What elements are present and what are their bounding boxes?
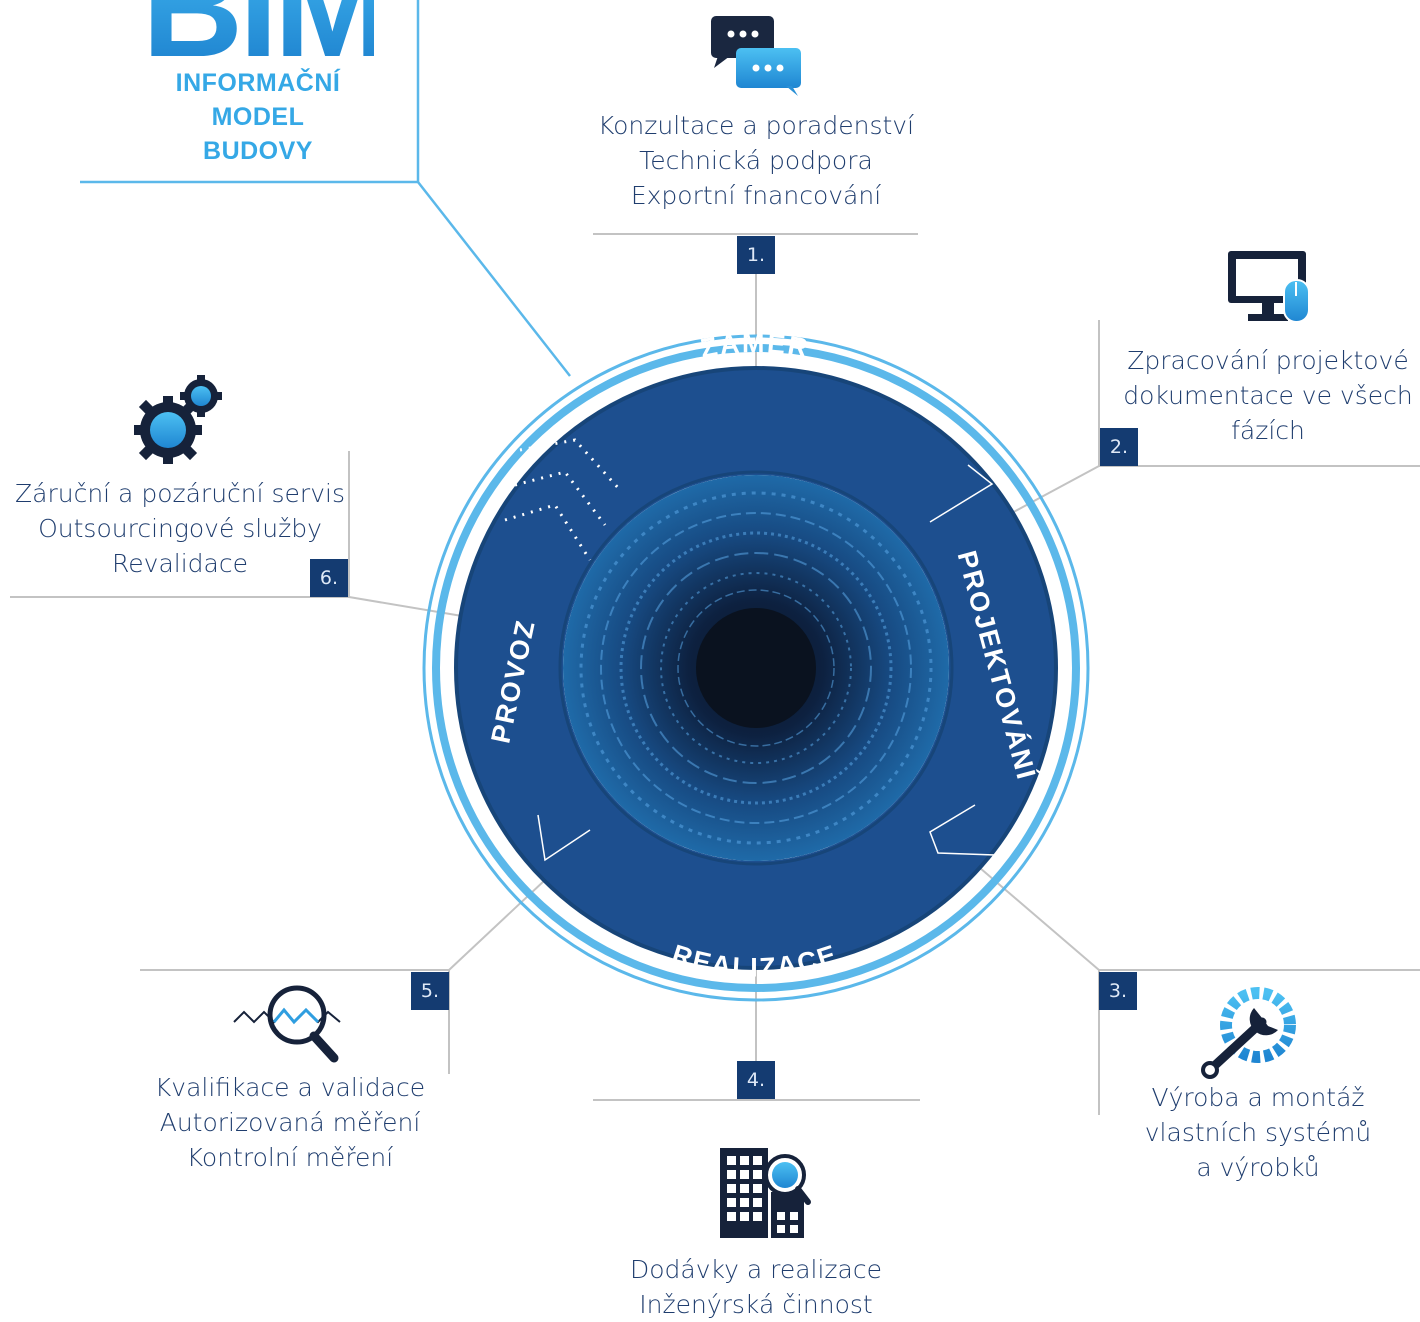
- step-6-line: Záruční a pozáruční servis: [15, 479, 345, 508]
- step-3-badge: 3.: [1099, 972, 1137, 1010]
- bim-logo: BIM INFORMAČNÍ MODEL BUDOVY: [142, 0, 374, 168]
- phase-ring-edge: [454, 366, 1058, 970]
- step-6-badge: 6.: [310, 559, 348, 597]
- bim-logo-subtitle: INFORMAČNÍ MODEL BUDOVY: [142, 66, 374, 168]
- step-1-badge: 1.: [737, 236, 775, 274]
- wrench-gear-icon: [1201, 987, 1296, 1079]
- step-5-line: Kvalifikace a validace: [154, 1073, 426, 1102]
- step-3-line: Výroba a montáž: [1151, 1083, 1365, 1112]
- outer-rings: [422, 334, 1090, 1002]
- step-6-text: Záruční a pozáruční servis Outsourcingov…: [10, 476, 350, 581]
- bim-subtitle-line: BUDOVY: [203, 137, 313, 165]
- step-4-line: Inženýrská činnost: [639, 1290, 873, 1319]
- step-5-text: Kvalifikace a validace Autorizovaná měře…: [130, 1070, 450, 1175]
- step-1-text: Konzultace a poradenství Technická podpo…: [580, 108, 932, 213]
- step-3-text: Výroba a montáž vlastních systémů a výro…: [1108, 1080, 1408, 1185]
- step-6-line: Outsourcingové služby: [38, 514, 322, 543]
- step-4-badge: 4.: [737, 1061, 775, 1099]
- computer-monitor-icon: [1228, 251, 1310, 323]
- logo-frame-line: [80, 0, 571, 377]
- tech-core-rings: [579, 491, 933, 845]
- step-3-line: vlastních systémů: [1144, 1118, 1372, 1147]
- magnifier-wave-icon: [233, 985, 341, 1063]
- step-6-line: Revalidace: [112, 549, 248, 578]
- step-2-badge: 2.: [1100, 428, 1138, 466]
- step-2-line: fázích: [1231, 416, 1305, 445]
- chat-bubbles-icon: [711, 16, 801, 96]
- step-1-line: Technická podpora: [639, 146, 873, 175]
- step-5-line: Autorizovaná měření: [159, 1108, 421, 1137]
- step-3-line: a výrobků: [1196, 1153, 1320, 1182]
- step-2-line: Zpracování projektové: [1127, 346, 1409, 375]
- bim-subtitle-line: MODEL: [211, 103, 305, 131]
- step-5-badge: 5.: [411, 972, 449, 1010]
- bim-subtitle-line: INFORMAČNÍ: [175, 69, 341, 97]
- phase-label-top: ZÁMĚR: [698, 327, 812, 363]
- step-4-line: Dodávky a realizace: [629, 1255, 882, 1284]
- step-4-text: Dodávky a realizace Inženýrská činnost: [580, 1252, 932, 1322]
- step-1-line: Exportní fnancování: [630, 181, 882, 210]
- bim-logo-word: BIM: [142, 0, 374, 66]
- step-1-line: Konzultace a poradenství: [597, 111, 915, 140]
- building-search-icon: [720, 1148, 811, 1238]
- dotted-chevrons: [504, 438, 622, 561]
- step-2-text: Zpracování projektové dokumentace ve vše…: [1108, 343, 1420, 448]
- gears-icon: [134, 375, 222, 464]
- step-5-line: Kontrolní měření: [186, 1143, 394, 1172]
- phase-ring-inner-edge: [558, 470, 954, 866]
- tech-core-center: [696, 608, 816, 728]
- phase-ring: [457, 369, 1055, 967]
- ring-arrows: [537, 464, 996, 862]
- step-2-line: dokumentace ve všech: [1123, 381, 1413, 410]
